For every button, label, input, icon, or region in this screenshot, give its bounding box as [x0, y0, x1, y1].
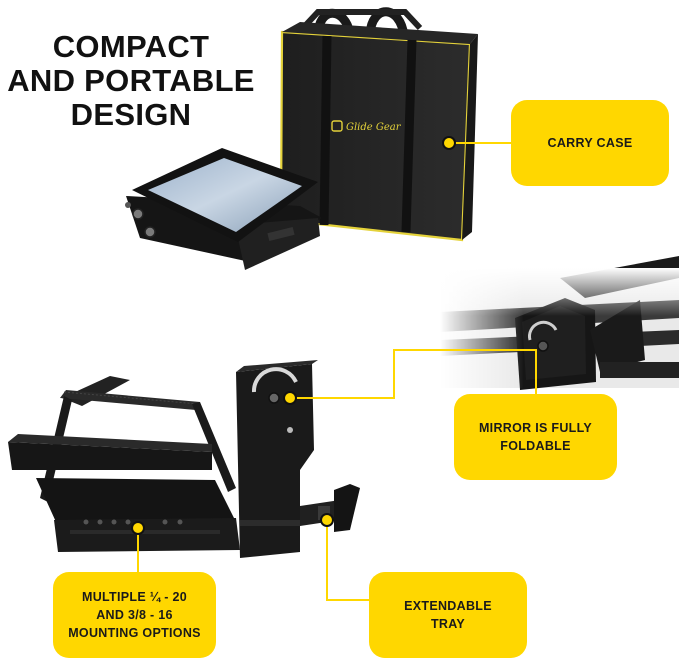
hinge-closeup-image [440, 256, 679, 390]
carry-case-marker [442, 136, 456, 150]
callout-extendable-tray: EXTENDABLE TRAY [369, 572, 527, 658]
callout-mounting-line-1: MULTIPLE ¼ - 20 [82, 590, 187, 604]
callout-tray-line-1: EXTENDABLE [404, 599, 492, 613]
callout-mounting-line-3: MOUNTING OPTIONS [68, 626, 201, 640]
callout-carry-case: CARRY CASE [511, 100, 669, 186]
callout-mounting-line-2: AND 3/8 - 16 [96, 608, 173, 622]
headline-line-1: COMPACT [52, 29, 210, 64]
callout-mirror-line-2: FOLDABLE [500, 439, 571, 453]
callout-mirror-foldable: MIRROR IS FULLY FOLDABLE [454, 394, 617, 480]
headline-line-3: DESIGN [70, 97, 192, 132]
headline: COMPACT AND PORTABLE DESIGN [0, 30, 262, 132]
headline-line-2: AND PORTABLE [7, 63, 255, 98]
case-brand-logo: Glide Gear [346, 122, 402, 133]
callout-mirror-line-1: MIRROR IS FULLY [478, 421, 593, 435]
callout-mounting-options: MULTIPLE ¼ - 20 AND 3/8 - 16 MOUNTING OP… [53, 572, 216, 658]
carry-case-image: Glide Gear [279, 7, 478, 242]
teleprompter-unit-image [8, 360, 360, 558]
mounting-holes-marker [131, 521, 145, 535]
mirror-hinge-marker [283, 391, 297, 405]
callout-tray-line-2: TRAY [430, 617, 466, 631]
callout-dots [131, 136, 456, 535]
teleprompter-folded-image [125, 148, 322, 270]
callout-connectors [137, 142, 537, 601]
callout-carry-case-line-1: CARRY CASE [547, 136, 633, 150]
tray-marker [320, 513, 334, 527]
